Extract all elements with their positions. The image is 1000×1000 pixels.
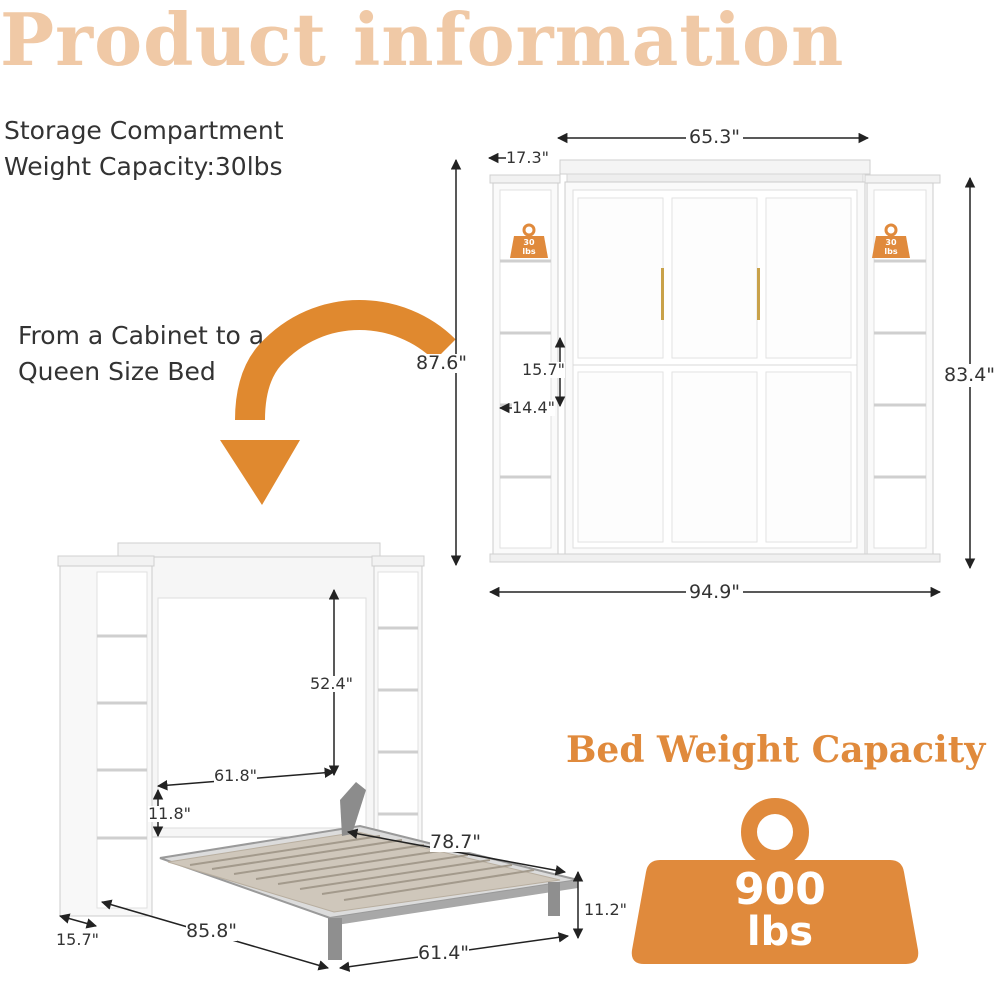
dim-center-width: 65.3" <box>686 128 744 147</box>
dim-leg-height: 11.2" <box>584 900 627 919</box>
dim-total-width: 94.9" <box>686 583 744 602</box>
dim-shelf-width: 14.4" <box>512 398 555 417</box>
page-title: Product information <box>0 0 845 82</box>
weight-badge-icon <box>872 223 910 258</box>
dim-shelf-height: 15.7" <box>522 360 565 379</box>
transform-note-line2: Queen Size Bed <box>18 357 216 386</box>
transform-note: From a Cabinet to a Queen Size Bed <box>18 318 264 390</box>
shelf-badge-right: 30 lbs <box>884 238 898 256</box>
capacity-title: Bed Weight Capacity <box>566 729 986 771</box>
dim-headboard-gap: 11.8" <box>148 804 191 823</box>
dim-depth: 15.7" <box>56 930 99 949</box>
capacity-unit: lbs <box>746 909 814 955</box>
dim-bed-length: 78.7" <box>430 831 482 853</box>
storage-note-line2: Weight Capacity:30lbs <box>4 152 283 181</box>
curved-arrow-icon <box>220 300 456 505</box>
dim-total-height: 87.6" <box>416 352 468 374</box>
dim-open-length: 85.8" <box>186 920 238 942</box>
shelf-badge-left: 30 lbs <box>522 238 536 256</box>
dim-side-height: 83.4" <box>944 364 996 387</box>
dim-opening-height: 52.4" <box>310 674 353 693</box>
weight-badge-icon <box>510 223 548 258</box>
storage-note-line1: Storage Compartment <box>4 116 284 145</box>
storage-note: Storage Compartment Weight Capacity:30lb… <box>4 113 284 185</box>
transform-note-line1: From a Cabinet to a <box>18 321 265 350</box>
dim-opening-width: 61.8" <box>214 766 257 785</box>
capacity-value: 900 <box>734 864 826 915</box>
dim-bed-width: 61.4" <box>418 942 470 964</box>
open-bed <box>57 542 584 972</box>
weight-badge-icon <box>631 798 919 964</box>
dim-side-depth: 17.3" <box>506 148 549 167</box>
